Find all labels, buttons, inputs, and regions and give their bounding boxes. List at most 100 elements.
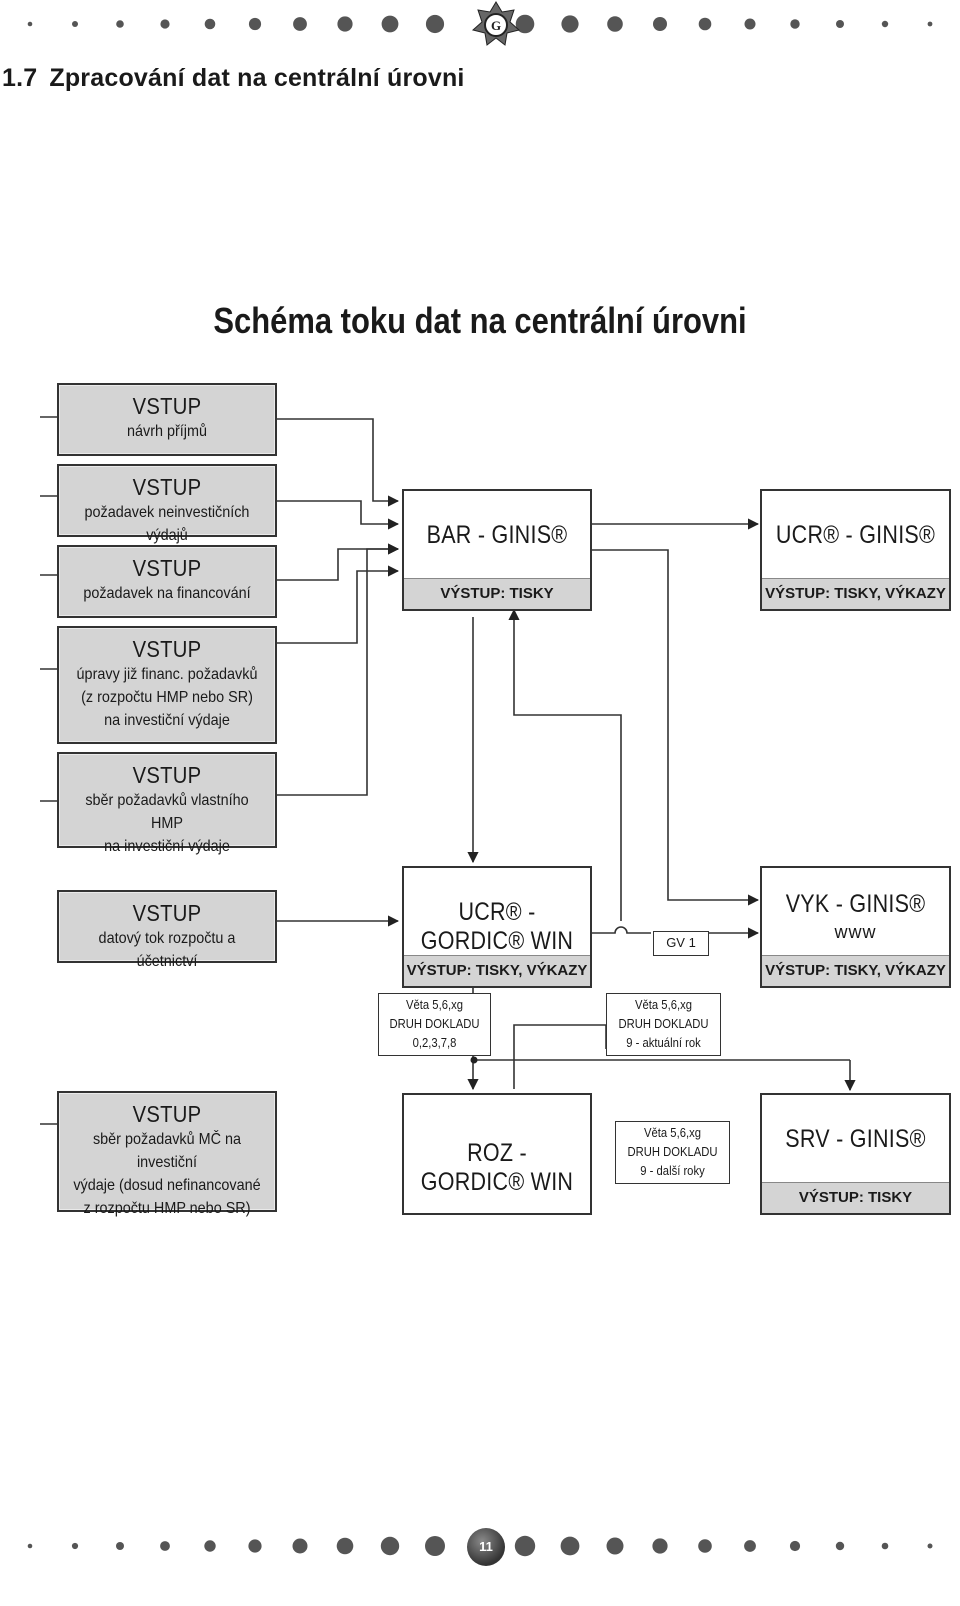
input-box-3: VSTUP požadavek na financování <box>57 545 277 618</box>
decorative-dot <box>160 1541 170 1551</box>
input-title: VSTUP <box>132 474 202 500</box>
note-line: DRUH DOKLADU <box>618 1017 709 1031</box>
input-title: VSTUP <box>132 762 202 788</box>
note-line: DRUH DOKLADU <box>389 1017 480 1031</box>
top-dot-row <box>27 14 933 34</box>
input-box-1: VSTUP návrh příjmů <box>57 383 277 456</box>
note-line: Věta 5,6,xg <box>635 998 692 1012</box>
process-bar-ginis: BAR - GINIS® VÝSTUP: TISKY <box>402 489 592 611</box>
decorative-dot <box>606 1537 624 1555</box>
process-output: VÝSTUP: TISKY, VÝKAZY <box>762 955 949 986</box>
input-title: VSTUP <box>132 636 202 662</box>
input-text: sběr požadavků vlastního HMP <box>85 792 249 832</box>
input-box-2: VSTUP požadavek neinvestičních výdajů <box>57 464 277 544</box>
edge-input2-bar <box>271 500 400 530</box>
decorative-dot <box>27 21 33 27</box>
decorative-dot <box>72 21 78 27</box>
input-text: z rozpočtu HMP nebo SR) <box>83 1200 251 1217</box>
process-name: SRV - GINIS® <box>785 1125 926 1153</box>
decorative-dot <box>881 20 889 28</box>
decorative-dot <box>560 1536 580 1556</box>
input-box-5: VSTUP sběr požadavků vlastního HMP na in… <box>57 752 277 855</box>
process-name: ROZ - GORDIC® WIN <box>420 1139 574 1196</box>
decorative-dot <box>744 1540 756 1552</box>
svg-text:G: G <box>491 18 501 33</box>
input-title: VSTUP <box>132 900 202 926</box>
process-name: UCR® - GINIS® <box>775 521 936 549</box>
page-number-badge: 11 <box>467 1528 505 1566</box>
decorative-dot <box>204 1540 216 1552</box>
edge-input1-bar <box>271 418 400 507</box>
decorative-dot <box>927 21 933 27</box>
input-text: (z rozpočtu HMP nebo SR) <box>81 689 253 706</box>
edge-ucrgordic-gv1 <box>590 926 651 934</box>
process-name: VYK - GINIS® <box>785 890 926 918</box>
input-text: na investiční výdaje <box>104 712 230 729</box>
process-ucr-gordic: UCR® - GORDIC® WIN VÝSTUP: TISKY, VÝKAZY <box>402 866 592 988</box>
decorative-dot <box>293 17 307 31</box>
company-logo-icon: G <box>471 1 521 46</box>
note-box-3: Věta 5,6,xg DRUH DOKLADU 9 - další roky <box>615 1121 730 1184</box>
note-line: Věta 5,6,xg <box>406 998 463 1012</box>
decorative-dot <box>248 17 262 31</box>
decorative-dot <box>789 1540 801 1552</box>
decorative-dot <box>425 1536 445 1556</box>
input-text: požadavek na financování <box>83 585 251 602</box>
input-text: návrh příjmů <box>126 423 208 440</box>
process-output: VÝSTUP: TISKY, VÝKAZY <box>762 578 949 609</box>
input-text: výdaje (dosud nefinancované <box>73 1177 261 1194</box>
note-line: 9 - aktuální rok <box>626 1036 701 1050</box>
decorative-dot <box>607 16 623 32</box>
decorative-dot <box>653 17 667 31</box>
decorative-dot <box>835 1541 845 1551</box>
decorative-dot <box>698 1539 712 1553</box>
decorative-dot <box>160 19 170 29</box>
section-title: Zpracování dat na centrální úrovni <box>49 64 465 92</box>
process-ucr-ginis: UCR® - GINIS® VÝSTUP: TISKY, VÝKAZY <box>760 489 951 611</box>
input-text: sběr požadavků MČ na investiční <box>92 1131 242 1171</box>
process-srv-ginis: SRV - GINIS® VÝSTUP: TISKY <box>760 1093 951 1215</box>
note-line: DRUH DOKLADU <box>627 1145 718 1159</box>
process-output: VÝSTUP: TISKY <box>762 1182 949 1213</box>
decorative-dot <box>27 1543 33 1549</box>
process-name: BAR - GINIS® <box>426 521 568 549</box>
schema-title: Schéma toku dat na centrální úrovni <box>213 300 747 341</box>
decorative-dot <box>116 1542 124 1550</box>
input-title: VSTUP <box>132 555 202 581</box>
process-roz-gordic: ROZ - GORDIC® WIN <box>402 1093 592 1215</box>
decorative-dot <box>514 1535 536 1557</box>
note-line: 9 - další roky <box>640 1164 705 1178</box>
process-subtitle: www <box>834 922 877 942</box>
decorative-dot <box>381 15 399 33</box>
decorative-dot <box>337 16 353 32</box>
decorative-dot <box>380 1536 400 1556</box>
note-line: 0,2,3,7,8 <box>412 1036 457 1050</box>
edge-input3-bar <box>271 543 400 581</box>
decorative-dot <box>71 1542 79 1550</box>
decorative-dot <box>515 14 535 34</box>
gv1-label-box: GV 1 <box>653 931 709 956</box>
process-name: UCR® - GORDIC® WIN <box>420 898 574 955</box>
decorative-dot <box>881 1542 889 1550</box>
edge-input5-bar <box>271 543 400 796</box>
edge-input4-bar <box>271 565 400 644</box>
edge-return-bar <box>508 608 622 921</box>
process-vyk-ginis: VYK - GINIS® www VÝSTUP: TISKY, VÝKAZY <box>760 866 951 988</box>
note-box-1: Věta 5,6,xg DRUH DOKLADU 0,2,3,7,8 <box>378 993 491 1056</box>
decorative-dot <box>204 18 216 30</box>
process-output: VÝSTUP: TISKY, VÝKAZY <box>404 955 590 986</box>
bottom-dot-row <box>27 1535 933 1557</box>
note-line: Věta 5,6,xg <box>644 1126 701 1140</box>
decorative-dot <box>248 1539 262 1553</box>
input-box-4: VSTUP úpravy již financ. požadavků (z ro… <box>57 626 277 744</box>
decorative-dot <box>744 18 756 30</box>
input-box-7: VSTUP sběr požadavků MČ na investiční vý… <box>57 1091 277 1217</box>
decorative-dot <box>790 19 800 29</box>
decorative-dot <box>927 1543 933 1549</box>
input-box-6: VSTUP datový tok rozpočtu a účetnictví <box>57 890 277 970</box>
decorative-dot <box>652 1538 668 1554</box>
input-text: úpravy již financ. požadavků <box>76 666 258 683</box>
decorative-dot <box>292 1538 308 1554</box>
process-output: VÝSTUP: TISKY <box>404 578 590 609</box>
decorative-dot <box>698 17 712 31</box>
